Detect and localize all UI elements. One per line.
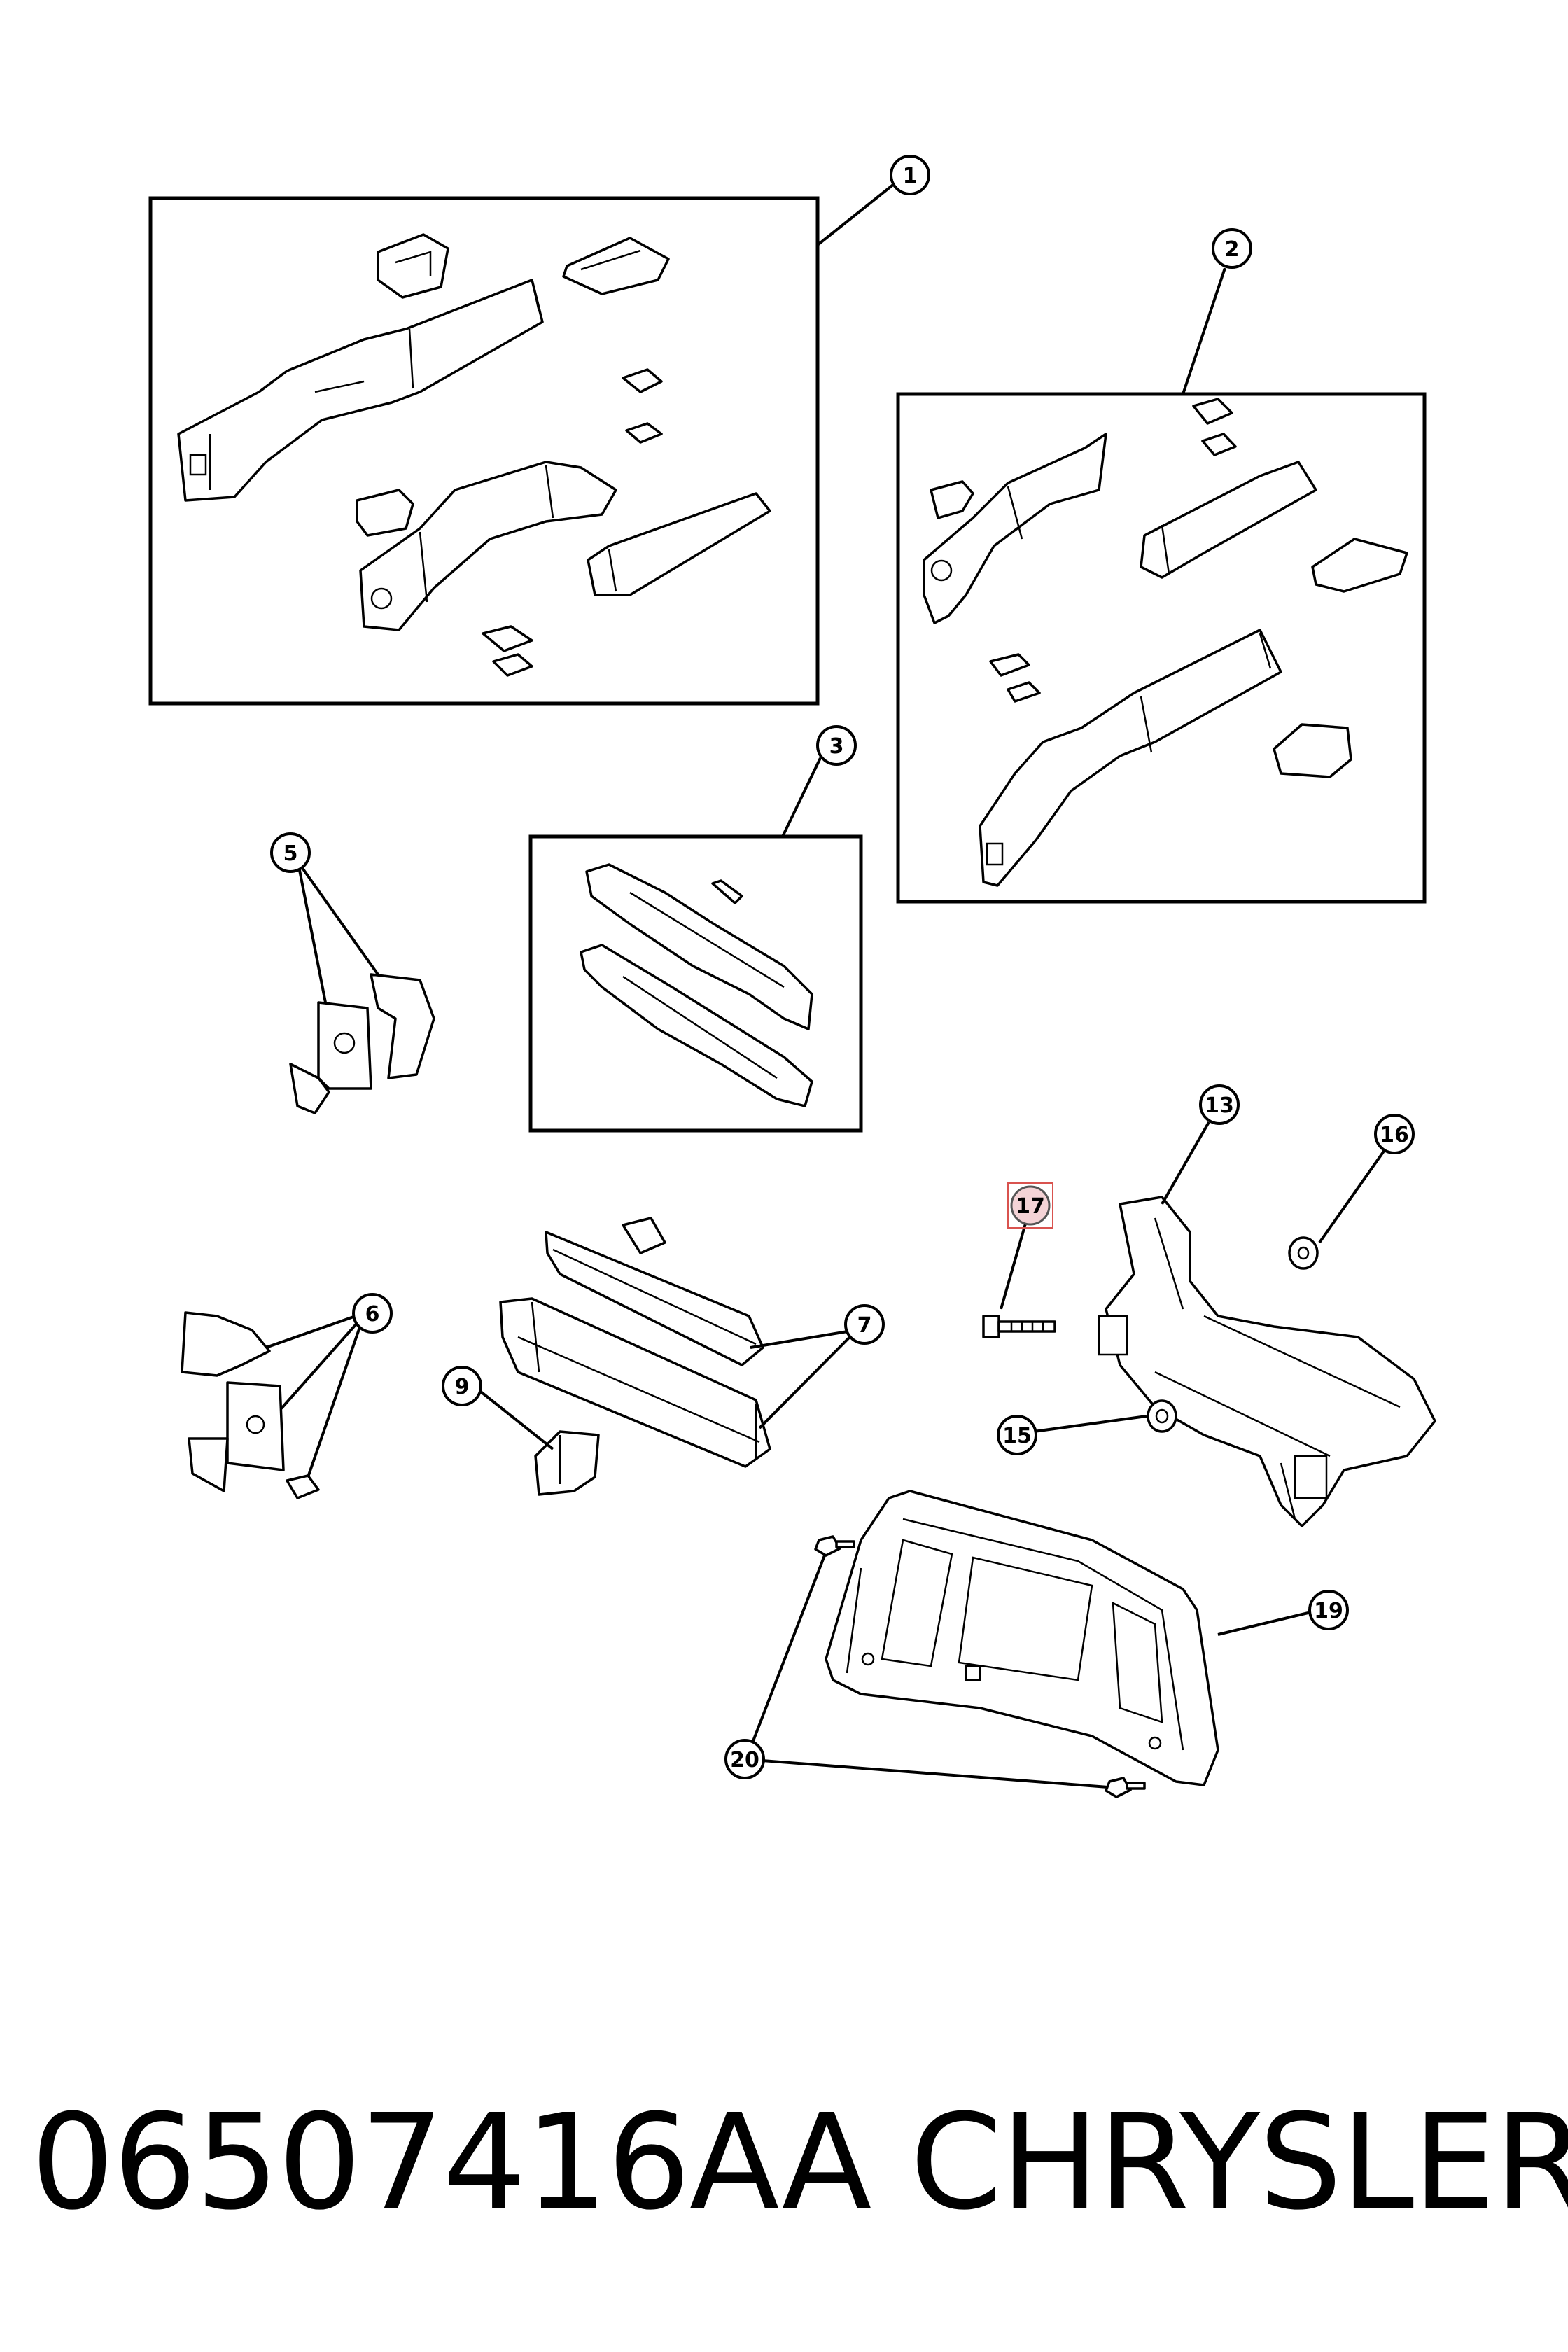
part-bracket-1b bbox=[562, 237, 670, 295]
callout-20-circle bbox=[724, 1739, 765, 1779]
part-clip-1b bbox=[482, 625, 533, 677]
callout-3-circle bbox=[816, 725, 857, 766]
callout-6[interactable]: 6 bbox=[352, 1293, 393, 1334]
part-clip-6 bbox=[286, 1474, 320, 1499]
callout-17[interactable]: 17 bbox=[1007, 1182, 1054, 1228]
callout-13-circle bbox=[1199, 1084, 1240, 1125]
callout-6-circle bbox=[352, 1293, 393, 1334]
part-frame-rail-right-lower bbox=[979, 629, 1282, 887]
callouts: 1 2 3 5 6 7 9 13 15 16 17 19 20 bbox=[270, 155, 1415, 1779]
callout-3[interactable]: 3 bbox=[816, 725, 857, 766]
callout-17-highlight-box bbox=[1007, 1182, 1054, 1228]
callout-13-label: 13 bbox=[1205, 1093, 1234, 1118]
callout-1-circle bbox=[890, 155, 930, 195]
callout-9-circle bbox=[442, 1366, 482, 1406]
callout-7[interactable]: 7 bbox=[844, 1304, 885, 1345]
callout-16-circle bbox=[1374, 1114, 1415, 1154]
callout-5[interactable]: 5 bbox=[270, 832, 311, 873]
part-number: 06507416AA bbox=[31, 2086, 872, 2239]
callout-20-label: 20 bbox=[730, 1748, 760, 1772]
part-bracket-2c bbox=[1273, 723, 1352, 778]
callout-1[interactable]: 1 bbox=[890, 155, 930, 195]
callout-5-circle bbox=[270, 832, 311, 873]
callout-13[interactable]: 13 bbox=[1199, 1084, 1240, 1125]
leader-lines bbox=[265, 183, 1386, 1788]
callout-19[interactable]: 19 bbox=[1308, 1590, 1349, 1630]
part-washer-16 bbox=[1288, 1236, 1319, 1270]
callout-9-label: 9 bbox=[455, 1375, 470, 1399]
group-box-3 bbox=[528, 834, 863, 1133]
callout-16[interactable]: 16 bbox=[1374, 1114, 1415, 1154]
callout-2[interactable]: 2 bbox=[1212, 228, 1252, 269]
part-clip-3 bbox=[711, 879, 743, 904]
callout-2-circle bbox=[1212, 228, 1252, 269]
part-clip-2a bbox=[1192, 398, 1237, 456]
group-box-1 bbox=[148, 196, 820, 706]
brand-name: CHRYSLER bbox=[910, 2086, 1568, 2239]
part-reinforcement-7 bbox=[545, 1231, 764, 1366]
part-cross-member-lower bbox=[580, 944, 813, 1107]
callout-9[interactable]: 9 bbox=[442, 1366, 482, 1406]
part-bracket-6b bbox=[188, 1381, 285, 1492]
part-bracket-5 bbox=[289, 973, 435, 1114]
part-cross-member-7 bbox=[499, 1297, 771, 1468]
part-cross-member-upper bbox=[585, 863, 813, 1030]
group-box-2 bbox=[896, 392, 1427, 904]
part-bolt-20a bbox=[814, 1535, 855, 1557]
part-bracket-6a bbox=[181, 1311, 271, 1377]
callout-15[interactable]: 15 bbox=[997, 1415, 1037, 1455]
footer: 06507416AA CHRYSLER bbox=[0, 2086, 1568, 2240]
part-bolt-17 bbox=[982, 1315, 1056, 1338]
part-bolt-20b bbox=[1105, 1777, 1146, 1798]
part-frame-rail-right-upper bbox=[923, 433, 1107, 624]
callout-6-label: 6 bbox=[365, 1302, 380, 1326]
callout-7-label: 7 bbox=[858, 1313, 872, 1338]
part-bracket-1c bbox=[356, 489, 414, 537]
part-bracket-7 bbox=[622, 1217, 666, 1254]
callout-16-label: 16 bbox=[1380, 1123, 1409, 1147]
callout-1-label: 1 bbox=[903, 164, 918, 188]
part-clip-1a bbox=[622, 368, 663, 444]
part-bracket-2a bbox=[930, 480, 974, 519]
callout-15-circle bbox=[997, 1415, 1037, 1455]
part-frame-rail-left-lower bbox=[359, 461, 617, 631]
callout-2-label: 2 bbox=[1225, 237, 1240, 262]
part-subframe-13 bbox=[1098, 1196, 1436, 1527]
part-skid-plate-19 bbox=[825, 1490, 1219, 1786]
callout-19-circle bbox=[1308, 1590, 1349, 1630]
callout-3-label: 3 bbox=[830, 734, 844, 759]
callout-17-circle bbox=[1010, 1185, 1051, 1226]
part-frame-rail-left-upper bbox=[177, 279, 544, 502]
callout-19-label: 19 bbox=[1314, 1599, 1343, 1623]
callout-7-circle bbox=[844, 1304, 885, 1345]
part-bushing-15 bbox=[1147, 1399, 1177, 1433]
callout-20[interactable]: 20 bbox=[724, 1739, 765, 1779]
part-bracket-1a bbox=[377, 233, 449, 299]
callout-15-label: 15 bbox=[1002, 1424, 1032, 1448]
part-rail-extension-1 bbox=[587, 492, 771, 596]
callout-17-label: 17 bbox=[1016, 1194, 1045, 1219]
part-clip-2b bbox=[989, 653, 1041, 703]
callout-5-label: 5 bbox=[284, 841, 298, 866]
part-bracket-2b bbox=[1311, 538, 1408, 593]
part-rail-extension-2 bbox=[1140, 461, 1317, 579]
